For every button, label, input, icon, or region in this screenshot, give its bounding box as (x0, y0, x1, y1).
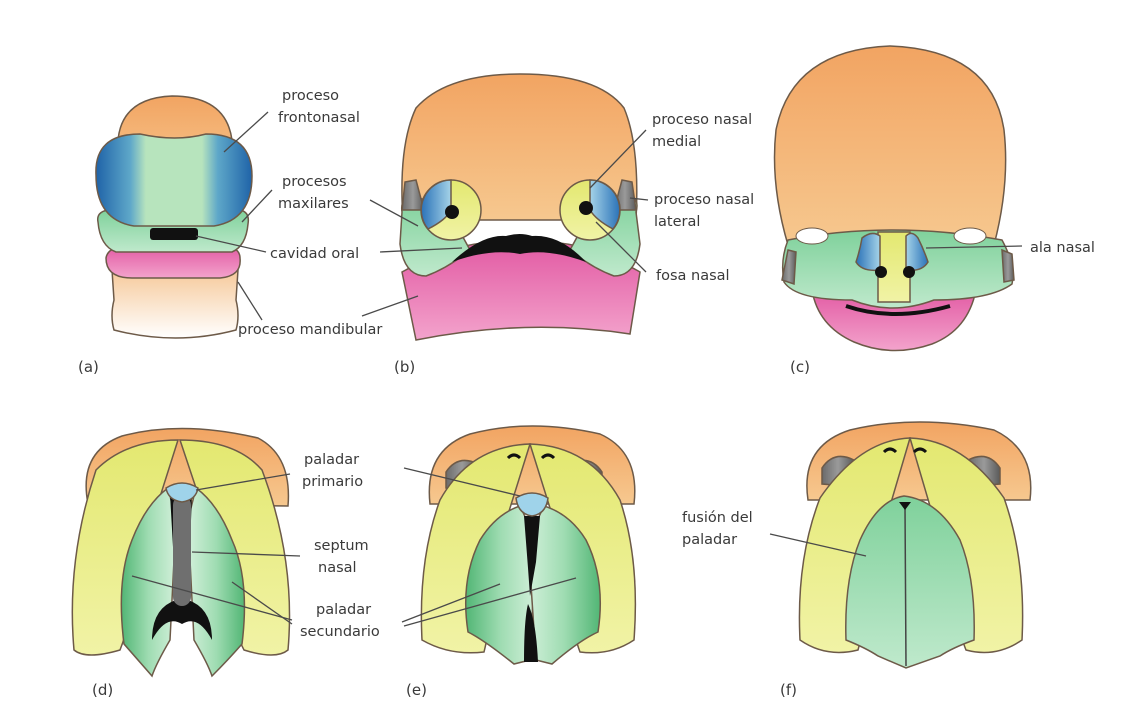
panel-c-id: (c) (790, 358, 810, 376)
leader-mandibular-a (238, 282, 262, 320)
panel-d-id: (d) (92, 681, 113, 699)
panel-d: (d) (72, 428, 289, 699)
oral-cavity (150, 228, 198, 240)
nasal-pit-left (445, 205, 459, 219)
panel-a-id: (a) (78, 358, 99, 376)
label-paladar-primario: paladar primario (302, 452, 364, 490)
panel-f-id: (f) (780, 681, 797, 699)
label-paladar-secundario: paladar secundario (300, 602, 380, 640)
label-cavidad-oral: cavidad oral (270, 246, 359, 262)
eye-right (954, 228, 986, 244)
label-septum-nasal: septum nasal (314, 538, 373, 576)
label-ala-nasal: ala nasal (1030, 240, 1095, 256)
palatal-raphe (905, 506, 906, 666)
nostril-left (875, 266, 887, 278)
eye-left (796, 228, 828, 244)
label-proceso-nasal-lateral: proceso nasal lateral (654, 192, 759, 230)
nostril-right (903, 266, 915, 278)
head-frontonasal (775, 46, 1006, 245)
panel-a: (a) (78, 96, 252, 376)
label-procesos-maxilares: procesos maxilares (278, 174, 351, 212)
label-fosa-nasal: fosa nasal (656, 268, 730, 284)
panel-c: (c) (775, 46, 1015, 376)
panel-b-id: (b) (394, 358, 415, 376)
label-fusion-del-paladar: fusión del paladar (682, 510, 757, 548)
label-proceso-mandibular: proceso mandibular (238, 322, 382, 338)
label-proceso-frontonasal: proceso frontonasal (278, 88, 360, 126)
neck-region (112, 270, 238, 338)
nasal-pit-right (579, 201, 593, 215)
panel-b: (b) (394, 74, 640, 376)
label-proceso-nasal-medial: proceso nasal medial (652, 112, 757, 150)
panel-e-id: (e) (406, 681, 427, 699)
panel-e: (e) (406, 426, 635, 699)
panel-f: (f) (780, 422, 1031, 699)
grey-edge-right (1002, 250, 1014, 282)
